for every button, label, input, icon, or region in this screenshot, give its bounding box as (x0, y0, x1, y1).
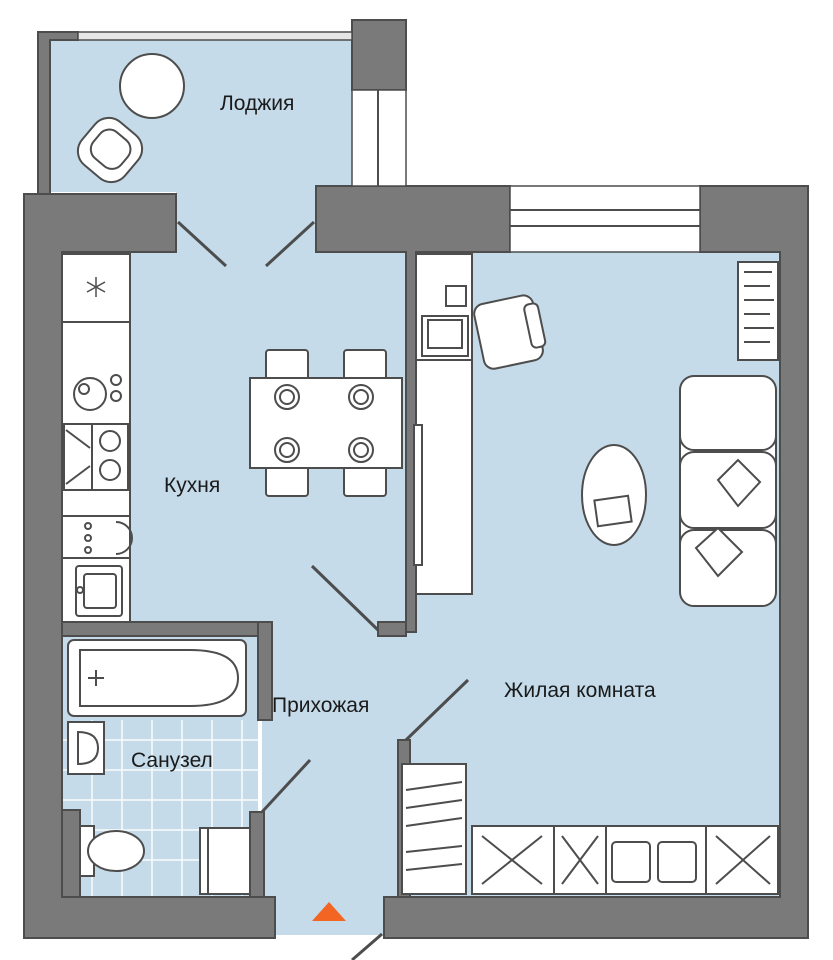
bathroom-furniture (67, 639, 251, 895)
bathroom-wall-right-upper (257, 621, 273, 721)
pillow-icon (694, 458, 762, 578)
room-labels: Лоджия Кухня Прихожая Санузел Жилая комн… (131, 92, 656, 772)
windows (351, 89, 701, 253)
coffee-table (581, 444, 647, 546)
tv-panel (413, 424, 423, 566)
kitchen-furniture (61, 253, 403, 623)
floors (50, 40, 780, 935)
kitchen-sink-small (73, 374, 122, 411)
hallway-wall-stub (377, 621, 407, 637)
living-furniture (413, 253, 779, 607)
fridge-snowflake-icon (86, 277, 106, 297)
room-label-loggia: Лоджия (220, 92, 294, 115)
outer-wall-right (383, 185, 809, 939)
laptop-icon (421, 315, 469, 357)
loggia-furniture (76, 53, 185, 184)
kitchen-sink (75, 565, 123, 617)
desk-lamp (445, 285, 467, 307)
washing-machine (199, 827, 251, 895)
room-label-hallway: Прихожая (272, 694, 369, 717)
hallway-floor (262, 630, 406, 935)
wardrobe-tv-unit (415, 253, 473, 595)
bathroom-left-stub (61, 809, 81, 898)
loggia-wall-right-block (351, 19, 407, 91)
cooktop-knobs (84, 521, 133, 555)
bathroom-door (260, 758, 312, 814)
living-window (509, 185, 701, 253)
stove (63, 423, 129, 491)
loggia-round-table (119, 53, 185, 119)
room-label-bathroom: Санузел (131, 749, 213, 772)
toilet (79, 825, 145, 877)
bathroom-wall-right-lower (249, 811, 265, 898)
loggia-armchair (76, 116, 144, 184)
bathroom-wall-top (61, 621, 273, 637)
office-chair (473, 294, 547, 370)
dining-table (249, 377, 403, 469)
dining-table-set (249, 349, 403, 497)
living-wardrobe (471, 825, 779, 895)
room-label-living: Жилая комната (504, 679, 656, 702)
entrance-arrow-icon (312, 902, 346, 921)
kitchen-door (310, 564, 380, 632)
room-label-kitchen: Кухня (164, 474, 220, 497)
loggia-door-floor (176, 192, 316, 252)
doors (176, 220, 470, 960)
living-door (404, 678, 470, 742)
loggia-wall-top (77, 31, 353, 41)
loggia-door-right (264, 220, 316, 268)
entrance-door (351, 932, 383, 960)
bookshelf (737, 261, 779, 361)
bathtub (67, 639, 247, 717)
bathroom-sink (67, 721, 105, 775)
loggia-door-left (176, 220, 228, 268)
hallway-closet (401, 763, 467, 895)
